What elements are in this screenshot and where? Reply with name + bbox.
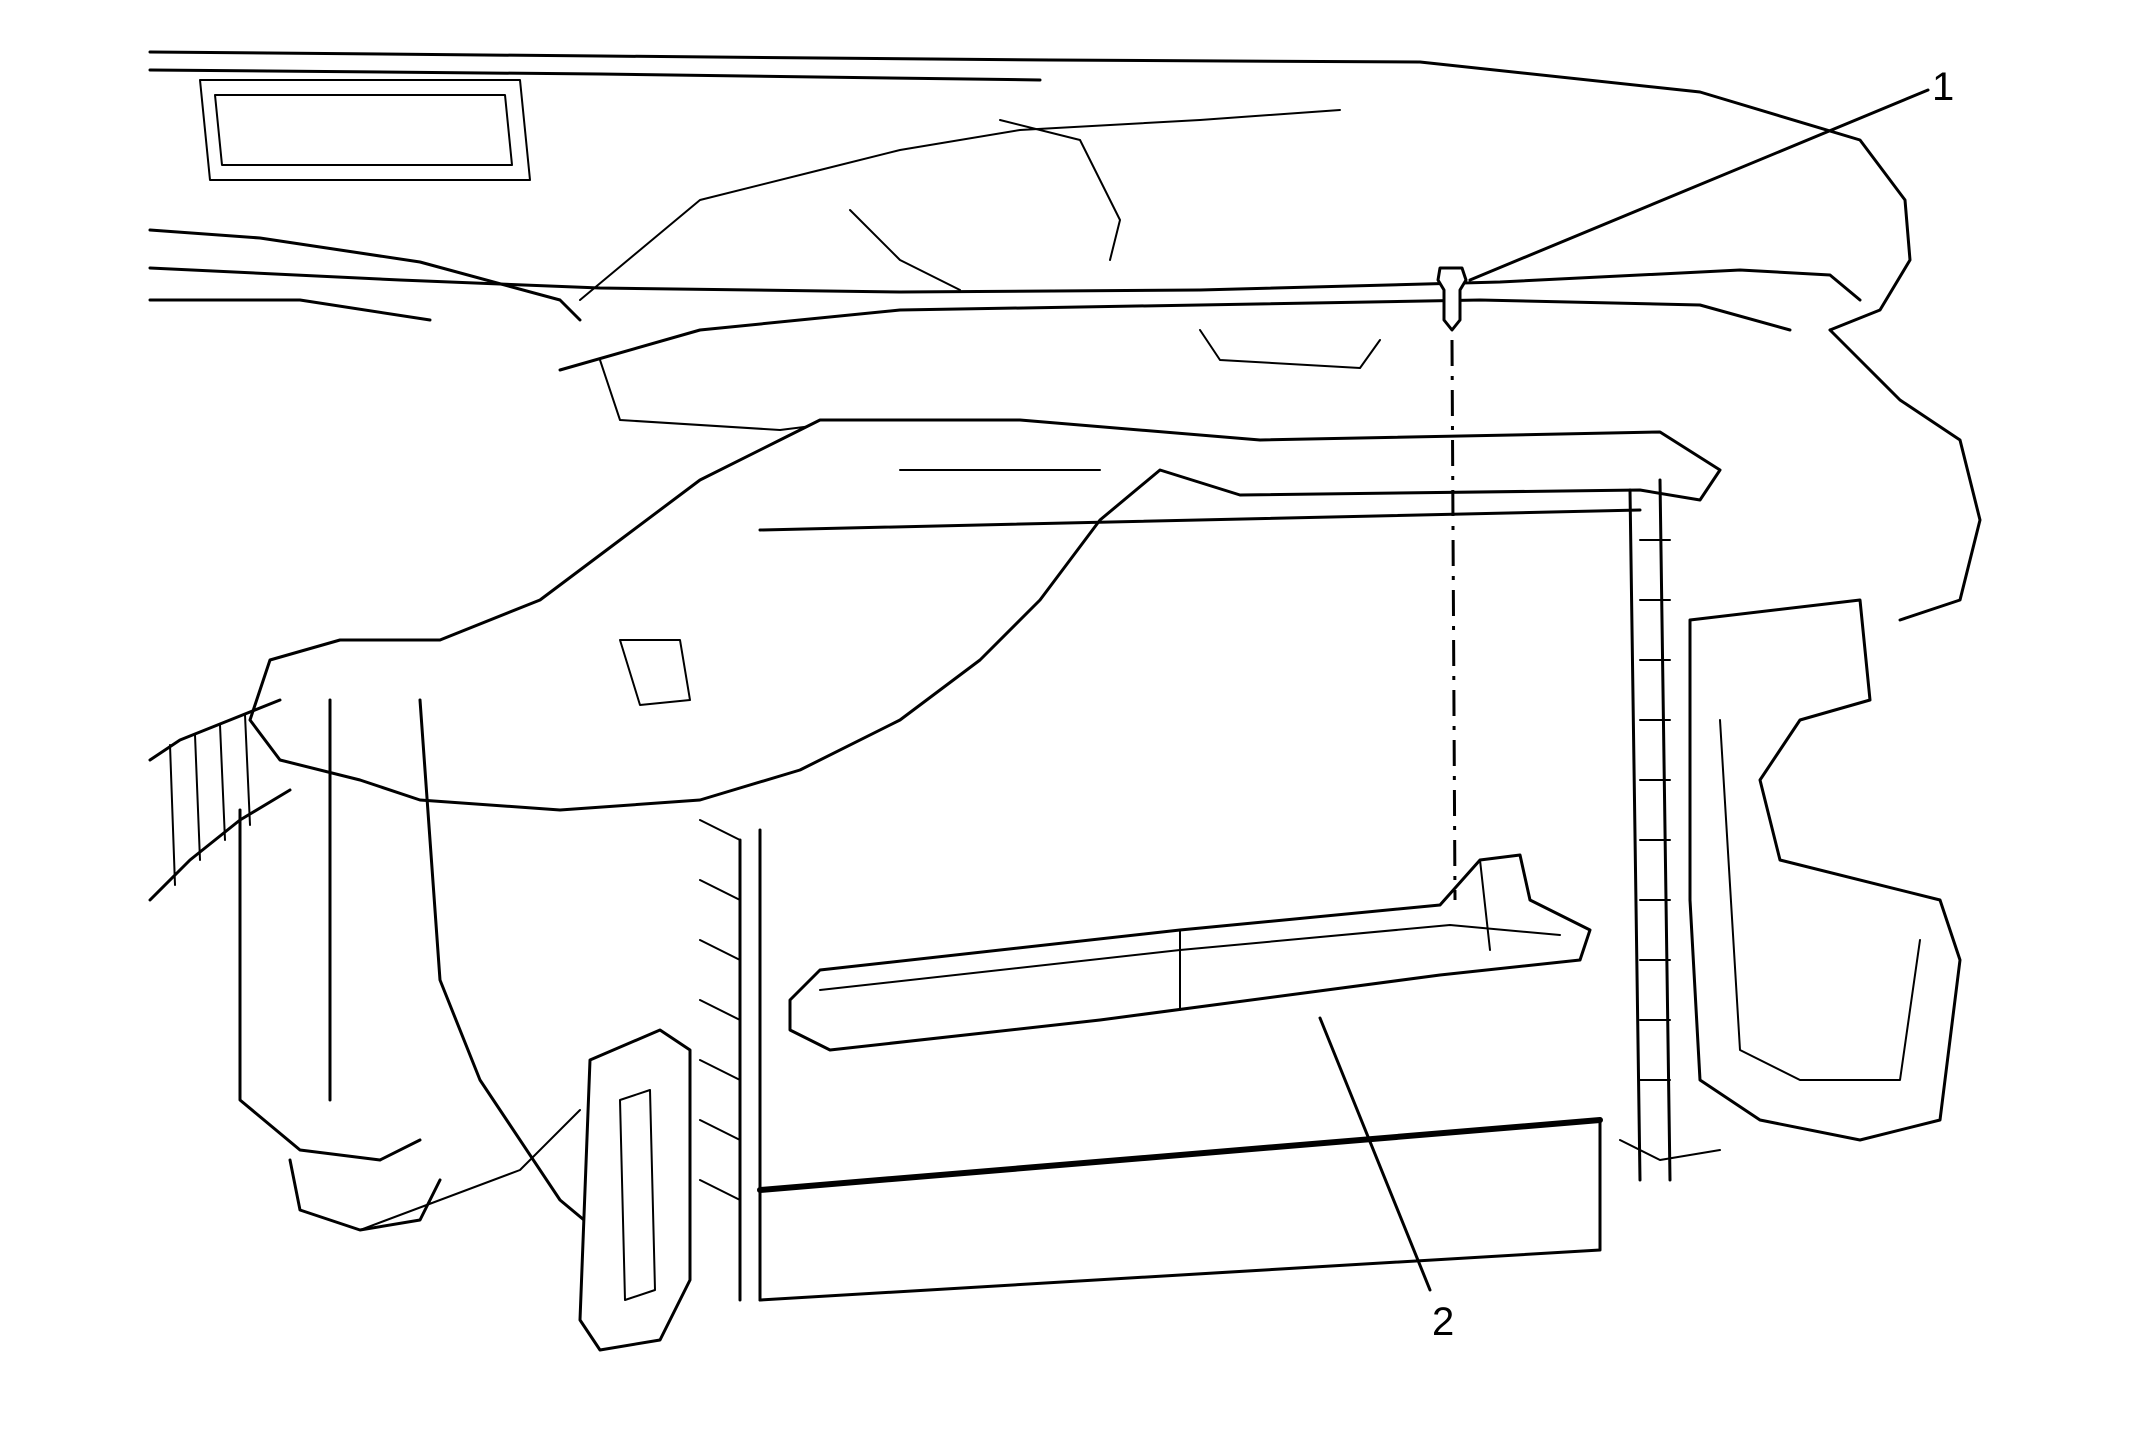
radiator-core (699, 478, 1672, 1302)
upper-tie-bar (148, 266, 1862, 431)
intake-hose (148, 698, 292, 902)
leader-line-2 (1318, 1016, 1432, 1292)
leader-line-1 (1468, 88, 1930, 282)
left-frame-rail (238, 698, 622, 1252)
installation-centerline (1450, 339, 1457, 901)
right-side-baffle (1619, 328, 1982, 1161)
callout-1: 1 (1932, 65, 1954, 109)
air-intake-duct (248, 418, 1722, 812)
lower-air-deflector (788, 853, 1592, 1052)
push-pin-fastener (1436, 266, 1468, 332)
callout-2: 2 (1432, 1300, 1454, 1344)
upper-body-structure (148, 50, 1912, 332)
left-air-baffle (578, 1028, 692, 1352)
